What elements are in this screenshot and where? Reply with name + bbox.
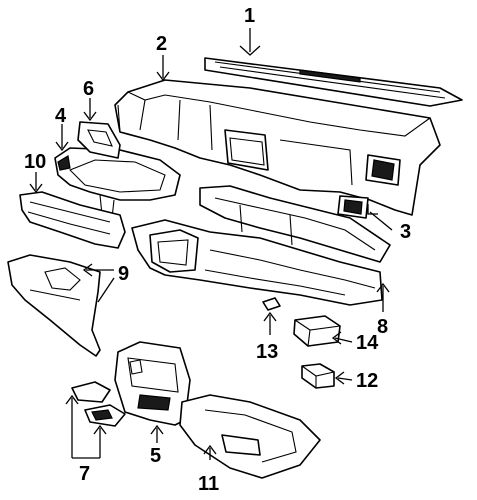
part-9-knee-bolster (7, 254, 101, 357)
callout-labels: 1 2 3 4 5 6 7 8 9 10 11 12 13 14 (24, 5, 411, 495)
part-2-instrument-panel (114, 79, 441, 216)
leader-lines (29, 28, 393, 460)
part-8-reinforcement (131, 219, 383, 306)
callout-13: 13 (256, 341, 278, 363)
part-14-module (293, 315, 341, 347)
callout-11: 11 (198, 473, 219, 495)
part-10-cluster-hood (54, 147, 181, 219)
callout-9: 9 (118, 263, 129, 285)
part-7-brackets (71, 381, 126, 427)
part-5-center-bezel (114, 341, 191, 426)
callout-10: 10 (24, 151, 46, 173)
part-11-console (179, 394, 321, 479)
part-10-left-bezel (19, 191, 126, 249)
part-1-defroster-strip (204, 57, 463, 107)
part-3-bracket-frame (199, 185, 391, 263)
callout-14: 14 (356, 332, 379, 354)
callout-4: 4 (55, 105, 67, 127)
callout-12: 12 (356, 370, 378, 392)
callout-2: 2 (156, 33, 167, 55)
part-13-clip (262, 297, 281, 311)
callout-5: 5 (150, 445, 161, 467)
part-12-sensor (301, 363, 335, 389)
callout-3: 3 (400, 221, 411, 243)
callout-1: 1 (244, 5, 255, 27)
part-6-trim-piece (77, 121, 121, 159)
part-3-vent-outlet (337, 195, 369, 219)
callout-6: 6 (83, 78, 94, 100)
callout-7: 7 (79, 463, 90, 485)
callout-8: 8 (377, 316, 388, 338)
